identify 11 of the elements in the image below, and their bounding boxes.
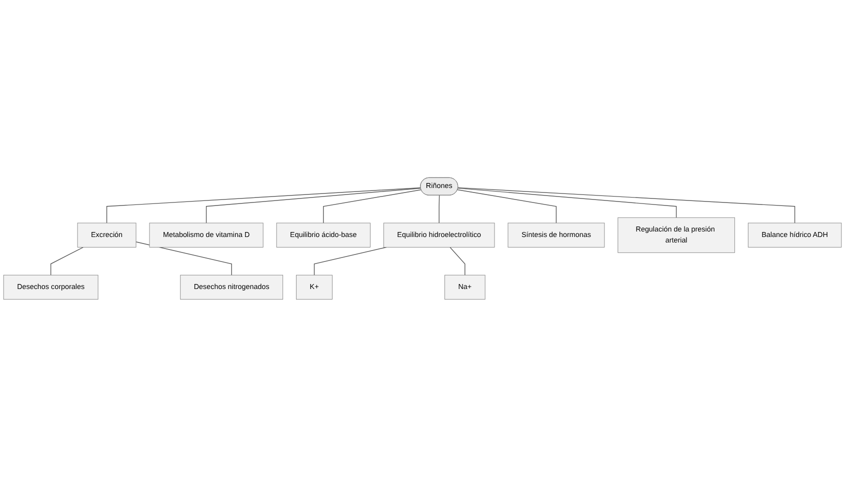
connector xyxy=(457,189,557,224)
connector xyxy=(314,246,387,276)
connector xyxy=(450,246,466,276)
connector xyxy=(323,189,422,224)
connector xyxy=(458,187,796,224)
connector xyxy=(458,188,677,218)
connector xyxy=(136,242,232,276)
connector xyxy=(50,246,84,276)
connector xyxy=(206,188,422,224)
connector xyxy=(438,195,440,224)
connector xyxy=(106,187,422,224)
